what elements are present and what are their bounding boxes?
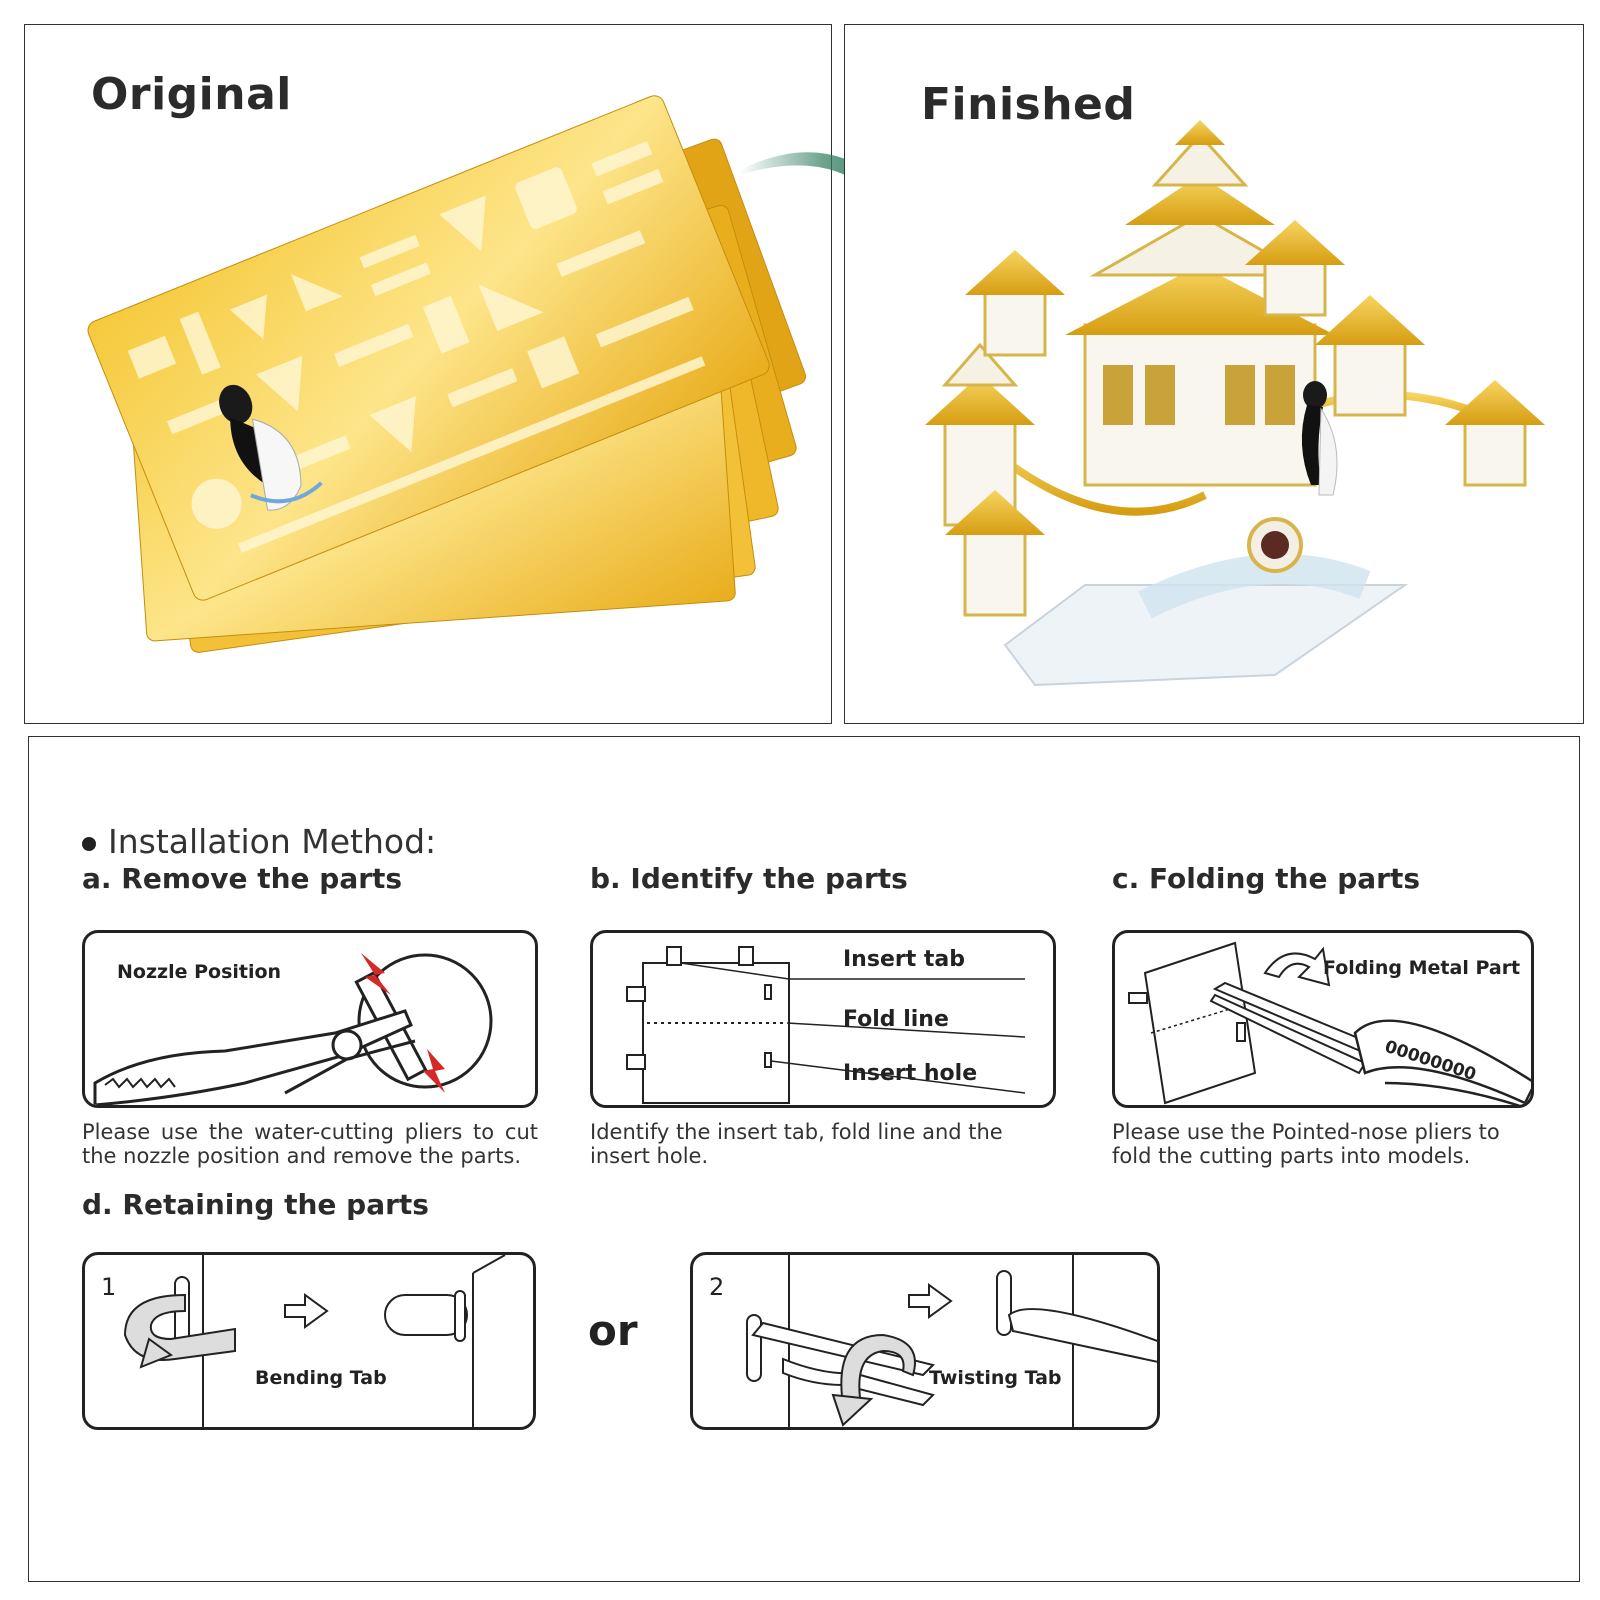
method-heading-text: Installation Method: [108,822,437,861]
original-title: Original [91,69,292,120]
method-heading: Installation Method: [82,822,436,861]
bending-tab-diagram: 1 Bending Tab [82,1252,536,1430]
or-text: or [588,1306,638,1355]
step-c-title: c. Folding the parts [1112,862,1421,895]
step-c-diagram: Folding Metal Part 00000000 [1112,930,1534,1108]
step-b-diagram: Insert tab Fold line Insert hole [590,930,1056,1108]
step-b-description: Identify the insert tab, fold line and t… [590,1120,1003,1168]
option1-number: 1 [101,1273,117,1301]
bending-tab-label: Bending Tab [255,1367,387,1389]
folding-pliers-drawing [1128,941,1531,1105]
step-a-diagram: Nozzle Position [82,930,538,1108]
insert-hole-label: Insert hole [843,1061,978,1086]
option2-number: 2 [709,1273,725,1301]
step-a-title: a. Remove the parts [82,862,403,895]
bullet-icon [82,836,96,851]
step-a-description: Please use the water-cutting pliers to c… [82,1120,538,1168]
finished-panel: Finished [844,24,1584,724]
pliers-cutting-drawing [93,953,493,1105]
insert-tab-label: Insert tab [843,947,965,972]
step-b-title: b. Identify the parts [590,862,908,895]
twisting-tab-drawing [746,1255,1157,1427]
twisting-tab-label: Twisting Tab [929,1367,1062,1389]
step-c-description: Please use the Pointed-nose pliers to fo… [1112,1120,1500,1168]
part-outline-drawing [626,946,1026,1104]
metal-sheets-image [87,95,807,653]
finished-model-image [925,120,1545,687]
bending-tab-drawing [123,1255,506,1427]
fold-line-label: Fold line [843,1007,949,1032]
step-d-title: d. Retaining the parts [82,1188,429,1221]
nozzle-position-label: Nozzle Position [117,961,282,983]
folding-metal-part-label: Folding Metal Part [1323,957,1521,979]
original-panel: Original [24,24,832,724]
twisting-tab-diagram: 2 Twisting Tab [690,1252,1160,1430]
installation-panel [28,736,1580,1582]
finished-title: Finished [921,79,1136,130]
